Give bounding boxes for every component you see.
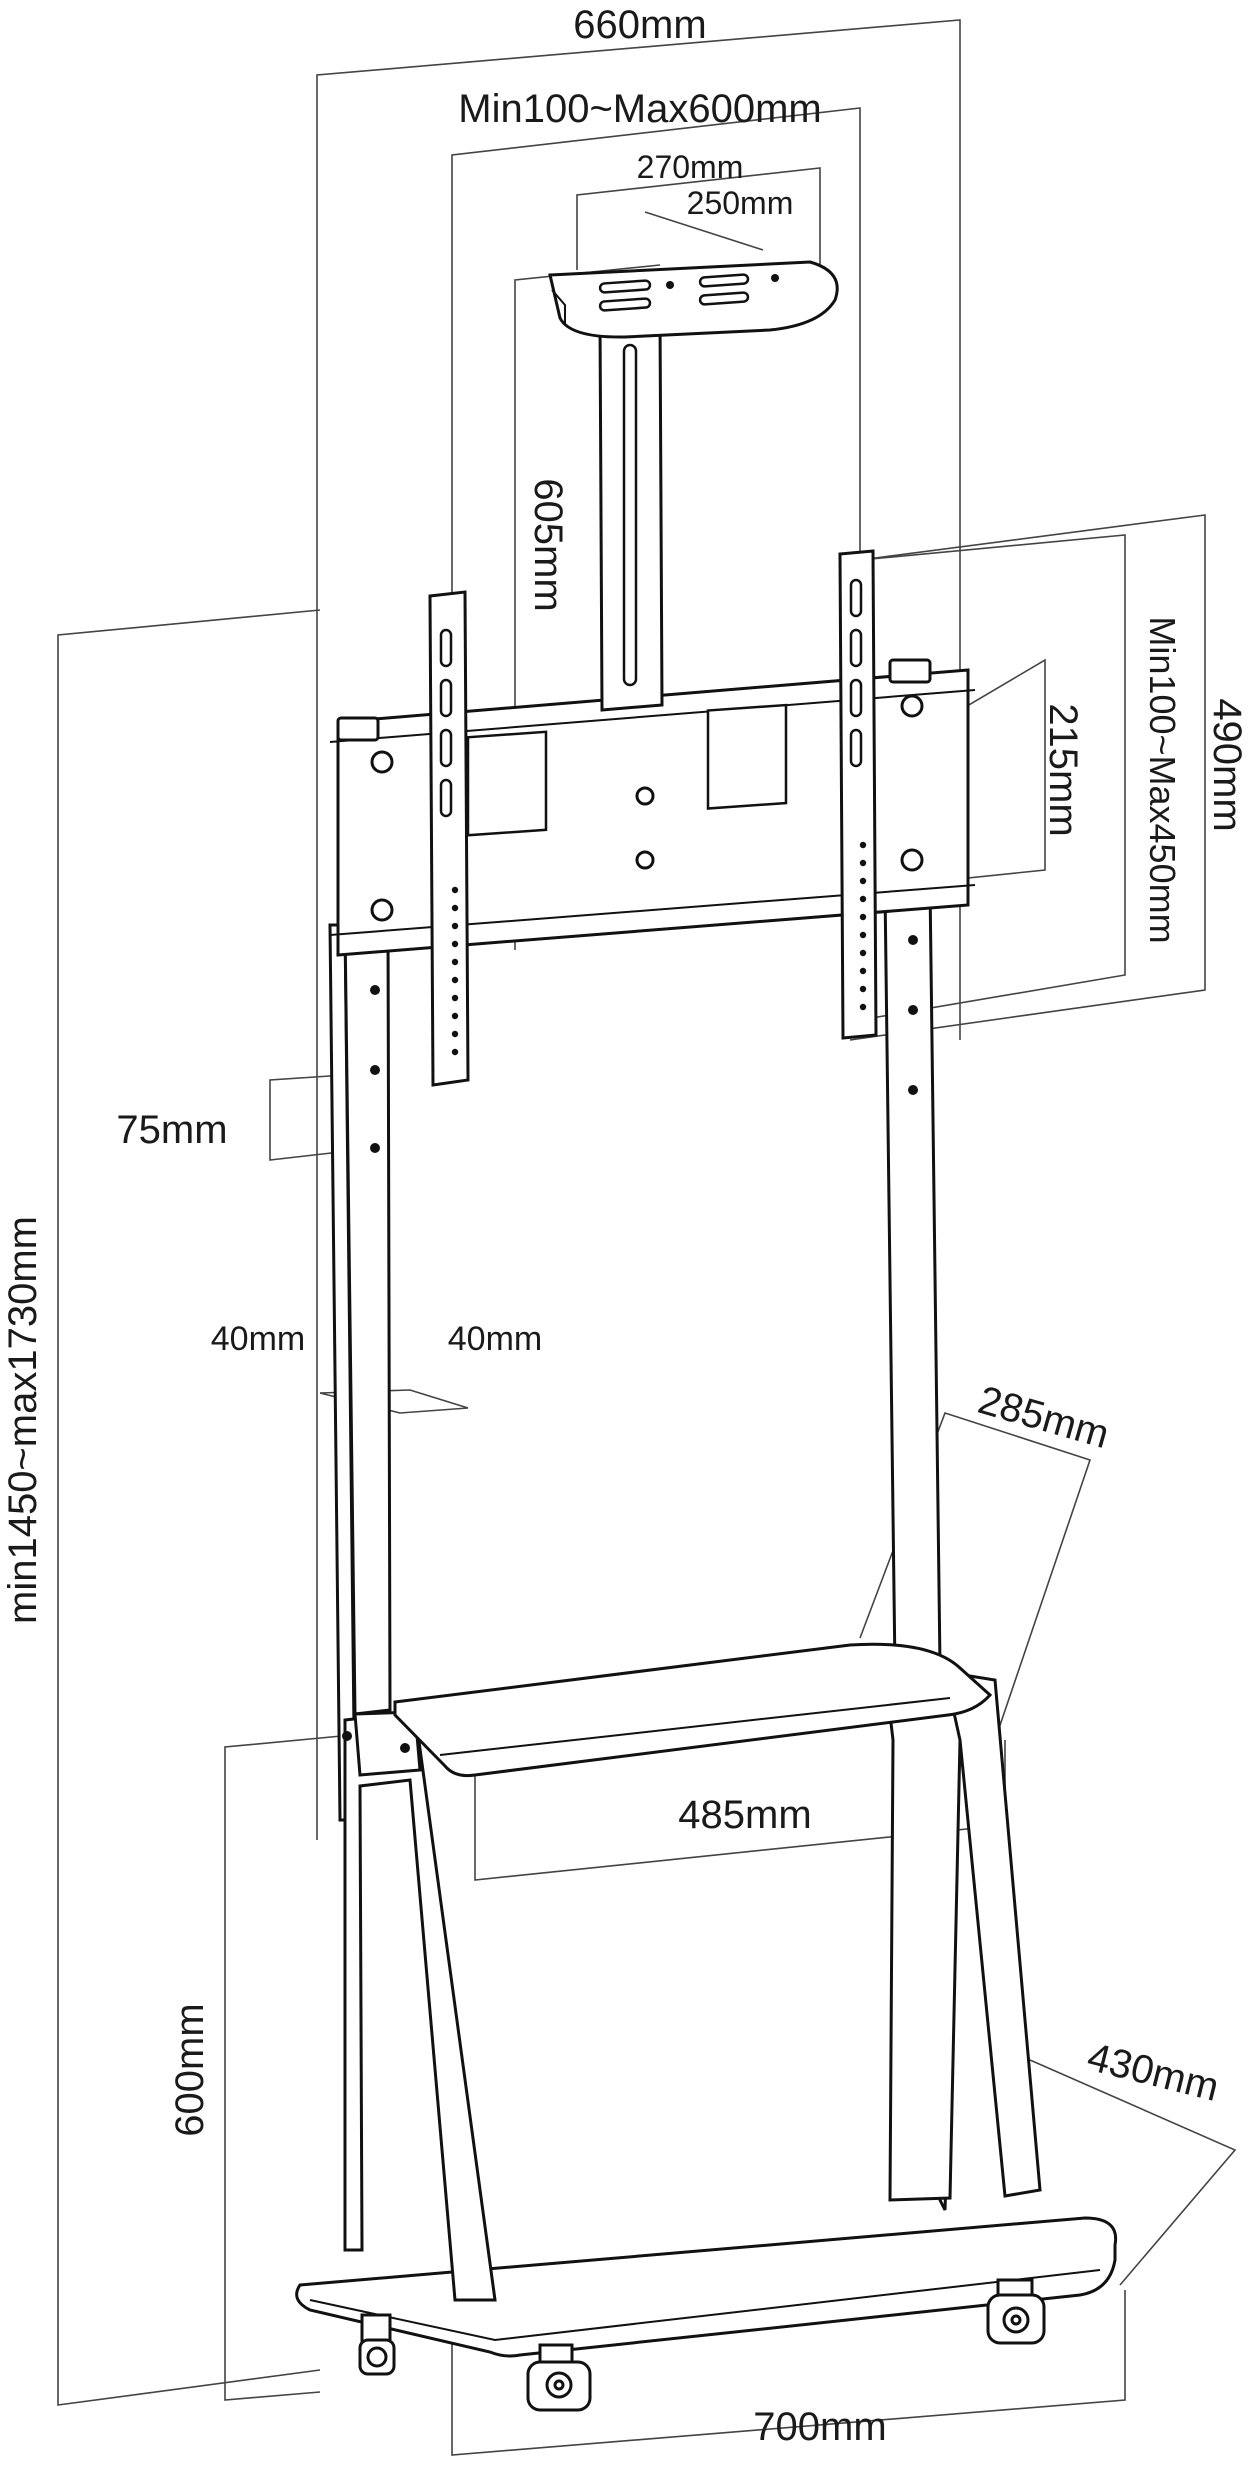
right-leg-inner — [883, 1670, 962, 2202]
plate-window-right — [706, 703, 788, 810]
middle-tray-edge — [439, 1697, 951, 1756]
label-250mm: 250mm — [687, 185, 794, 221]
vesa-arm-right-holes — [859, 841, 867, 1011]
caster-front-left — [358, 2313, 396, 2376]
vesa-arm-left-slot-3 — [439, 728, 453, 768]
tv-stand-illustration — [295, 260, 1118, 2412]
vesa-arm-left-holes — [451, 886, 459, 1056]
dim-600-height-box — [224, 1734, 353, 2401]
vesa-arm-left-slot-1 — [439, 628, 453, 668]
label-215mm: 215mm — [1041, 703, 1085, 836]
label-75mm: 75mm — [116, 1108, 227, 1152]
label-min100-max600mm: Min100~Max600mm — [458, 87, 822, 131]
base-plate-edge — [309, 2269, 1101, 2342]
dim-660-box — [316, 19, 961, 1840]
plate-tab-tr — [888, 658, 932, 684]
vesa-arm-right-slot-1 — [849, 578, 863, 618]
dim-490-box — [849, 514, 1206, 1041]
label-min1450-max1730mm: min1450~max1730mm — [1, 1216, 45, 1624]
camera-pole-slot — [622, 343, 638, 687]
dim-270-box — [576, 167, 821, 272]
plate-tab-tl — [336, 716, 380, 742]
left-leg-frame — [343, 1710, 497, 2302]
dimension-labels: 660mm Min100~Max600mm 270mm 250mm 605mm … — [1, 3, 1249, 2449]
label-40mm-width: 40mm — [448, 1320, 542, 1358]
vesa-arm-right-slot-3 — [849, 678, 863, 718]
label-700mm: 700mm — [753, 2405, 886, 2449]
base-plate — [295, 2216, 1118, 2358]
label-600mm: 600mm — [168, 2003, 212, 2136]
vesa-arm-right-slot-4 — [849, 728, 863, 768]
vesa-arm-left — [428, 590, 470, 1087]
right-leg-frame — [938, 1670, 1042, 2211]
camera-shelf-lip — [551, 289, 566, 325]
camera-shelf — [548, 260, 839, 339]
dim-450-box — [859, 534, 1126, 1021]
label-270mm: 270mm — [637, 149, 744, 185]
vesa-arm-right-slot-2 — [849, 628, 863, 668]
caster-front-right — [526, 2343, 592, 2412]
label-485mm: 485mm — [678, 1793, 811, 1837]
dim-700-box — [451, 2290, 1126, 2456]
vesa-arm-right — [838, 549, 878, 1040]
right-column — [883, 884, 942, 1672]
caster-back-right — [986, 2278, 1046, 2345]
label-660mm: 660mm — [573, 3, 706, 47]
label-605mm: 605mm — [526, 478, 570, 611]
dim-75-box — [269, 1072, 376, 1161]
vesa-arm-left-slot-2 — [439, 678, 453, 718]
label-min100-max450mm: Min100~Max450mm — [1142, 616, 1183, 943]
dim-430-box — [1029, 2059, 1237, 2286]
label-40mm-depth: 40mm — [211, 1320, 305, 1358]
dim-250-line — [644, 211, 764, 251]
label-430mm: 430mm — [1083, 2035, 1223, 2110]
dimension-lines — [57, 19, 1237, 2456]
camera-shelf-slots — [598, 273, 779, 312]
label-490mm: 490mm — [1205, 698, 1249, 831]
vesa-arm-left-slot-4 — [439, 778, 453, 818]
dim-total-height-box — [57, 609, 321, 2406]
plate-window-left — [466, 730, 548, 837]
